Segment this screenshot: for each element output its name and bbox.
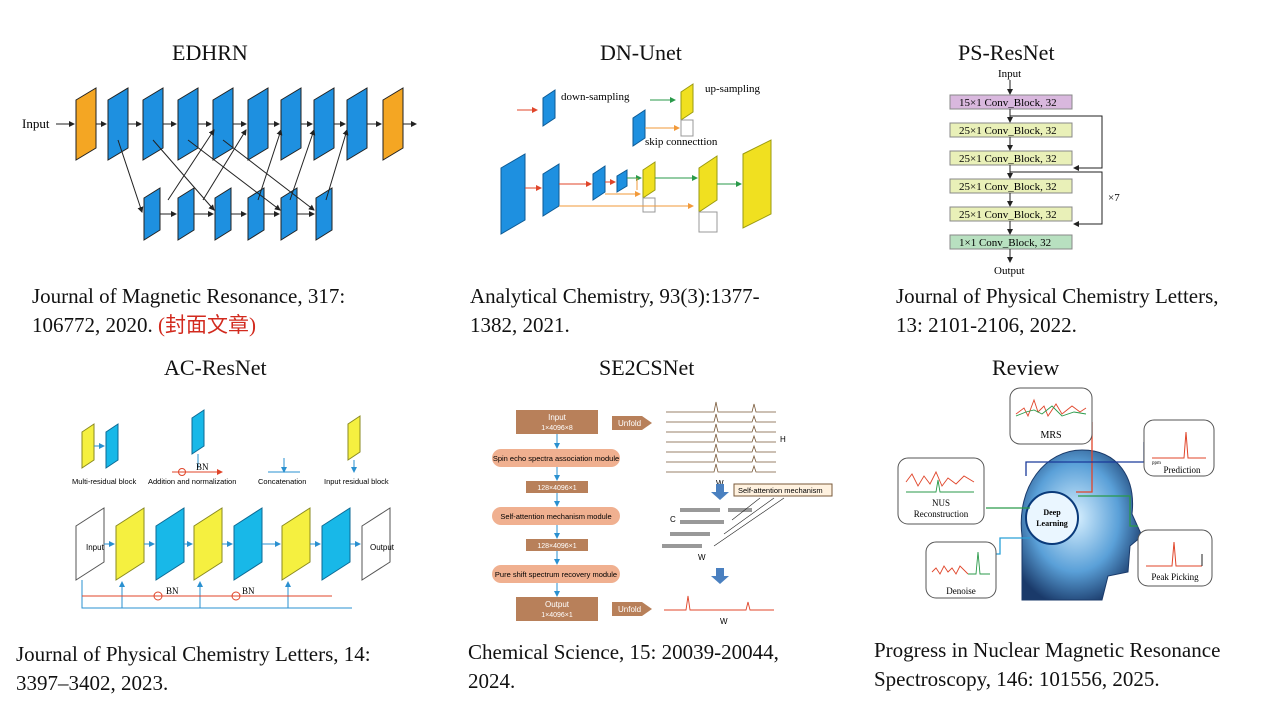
ac-output-label: Output (370, 543, 395, 552)
ps-block-5: 25×1 Conv_Block, 32 (959, 209, 1057, 221)
bn-label-1: BN (166, 586, 179, 596)
se-stacked-spectra (666, 401, 776, 473)
ac-input-label: Input (86, 543, 105, 552)
se-dims-2: 128×4096×1 (537, 543, 576, 550)
se-c-label: C (670, 515, 676, 524)
citation-ac-resnet: Journal of Physical Chemistry Letters, 1… (16, 642, 371, 695)
se-spin-echo-module: Spin echo spectra association module (493, 454, 619, 463)
citation-dn-unet: Analytical Chemistry, 93(3):1377- 1382, … (470, 284, 760, 337)
review-diagram: Deep Learning MRS ppm Prediction NUS Rec… (897, 387, 1215, 601)
se-pure-shift-module: Pure shift spectrum recovery module (495, 570, 617, 579)
ps-block-6: 1×1 Conv_Block, 32 (959, 237, 1051, 249)
reconstruction-label: Reconstruction (914, 509, 969, 519)
panel-title-dn-unet: DN-Unet (600, 40, 682, 65)
down-sampling-label: down-sampling (561, 91, 630, 103)
multi-residual-label: Multi-residual block (72, 477, 136, 486)
panel-title-ac-resnet: AC-ResNet (164, 355, 267, 380)
ps-block-3: 25×1 Conv_Block, 32 (959, 153, 1057, 165)
ps-resnet-diagram: Input 15×1 Conv_Block, 32 25×1 Conv_Bloc… (949, 68, 1120, 277)
edhrn-diagram: Input (22, 87, 417, 241)
input-residual-label: Input residual block (324, 477, 389, 486)
panel-title-se2csnet: SE2CSNet (599, 355, 695, 380)
citation-se2csnet: Chemical Science, 15: 20039-20044, 2024. (468, 640, 779, 693)
panel-title-edhrn: EDHRN (172, 40, 248, 65)
se-w3-label: W (720, 617, 728, 626)
ps-repeat-label: ×7 (1108, 192, 1120, 204)
ps-block-2: 25×1 Conv_Block, 32 (959, 125, 1057, 137)
se-self-attention-mech-label: Self-attention mechanism (738, 486, 823, 495)
edhrn-bottom-blocks (143, 187, 333, 241)
ac-resnet-diagram: Multi-residual block BN Addition and nor… (72, 409, 395, 609)
up-sampling-label: up-sampling (705, 83, 760, 95)
se-input-label: Input (548, 413, 567, 422)
learning-label: Learning (1036, 519, 1068, 528)
ps-output-label: Output (994, 265, 1025, 277)
citation-review: Progress in Nuclear Magnetic Resonance S… (874, 638, 1221, 691)
bn-label-2: BN (242, 586, 255, 596)
edhrn-input-label: Input (22, 116, 50, 131)
ps-input-label: Input (998, 68, 1021, 80)
ps-block-4: 25×1 Conv_Block, 32 (959, 181, 1057, 193)
se-dims-1: 128×4096×1 (537, 485, 576, 492)
se-self-attention-module: Self-attention mechanism module (500, 512, 611, 521)
se-token-strips (662, 508, 752, 548)
ps-block-1: 15×1 Conv_Block, 32 (959, 97, 1057, 109)
peak-picking-label: Peak Picking (1151, 572, 1199, 582)
se-unfold2-label: Unfold (618, 605, 641, 614)
citation-edhrn: Journal of Magnetic Resonance, 317: 1067… (32, 284, 346, 337)
se-output-dims: 1×4096×1 (541, 612, 573, 619)
se-output-label: Output (545, 600, 570, 609)
se-h-label: H (780, 435, 786, 444)
skip-connection-label: skip connecttion (645, 136, 718, 148)
prediction-label: Prediction (1164, 465, 1201, 475)
se-w2-label: W (698, 553, 706, 562)
se-w1-label: W (716, 479, 724, 488)
nus-label: NUS (932, 498, 950, 508)
addition-normalization-label: Addition and normalization (148, 477, 236, 486)
panel-title-ps-resnet: PS-ResNet (958, 40, 1055, 65)
se2csnet-diagram: Input 1×4096×8 Unfold Spin echo spectra … (492, 401, 833, 626)
citation-ps-resnet: Journal of Physical Chemistry Letters, 1… (896, 284, 1219, 337)
denoise-label: Denoise (946, 586, 976, 596)
cover-article-note: (封面文章) (158, 313, 256, 337)
panel-title-review: Review (992, 355, 1060, 380)
ppm-label: ppm (1152, 461, 1161, 466)
dn-unet-diagram: down-sampling up-sampling skip connectti… (500, 83, 772, 235)
concatenation-label: Concatenation (258, 477, 306, 486)
se-input-dims: 1×4096×8 (541, 425, 573, 432)
se-unfold-label: Unfold (618, 419, 641, 428)
deep-label: Deep (1043, 508, 1061, 517)
bn-legend-label: BN (196, 462, 209, 472)
mrs-label: MRS (1040, 430, 1061, 441)
